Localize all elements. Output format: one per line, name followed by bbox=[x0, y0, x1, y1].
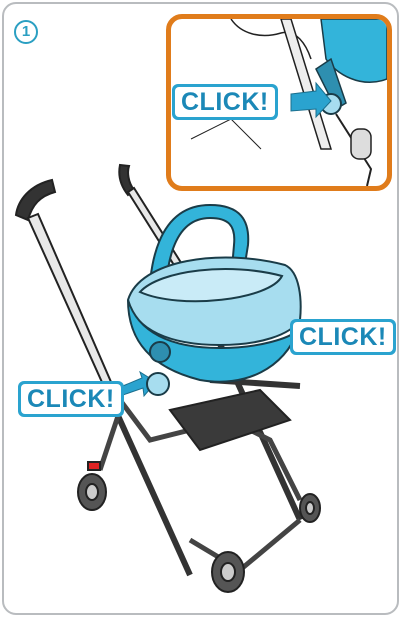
inset-click-label: CLICK! bbox=[172, 84, 278, 120]
inset-click-text: CLICK! bbox=[175, 87, 275, 117]
seat-click-label: CLICK! bbox=[290, 319, 396, 355]
stroller-lower-frame bbox=[100, 380, 300, 570]
frame-click-label: CLICK! bbox=[18, 381, 124, 417]
arrow-icon bbox=[118, 372, 169, 396]
seat-click-text: CLICK! bbox=[293, 322, 393, 352]
frame-click-text: CLICK! bbox=[21, 384, 121, 414]
